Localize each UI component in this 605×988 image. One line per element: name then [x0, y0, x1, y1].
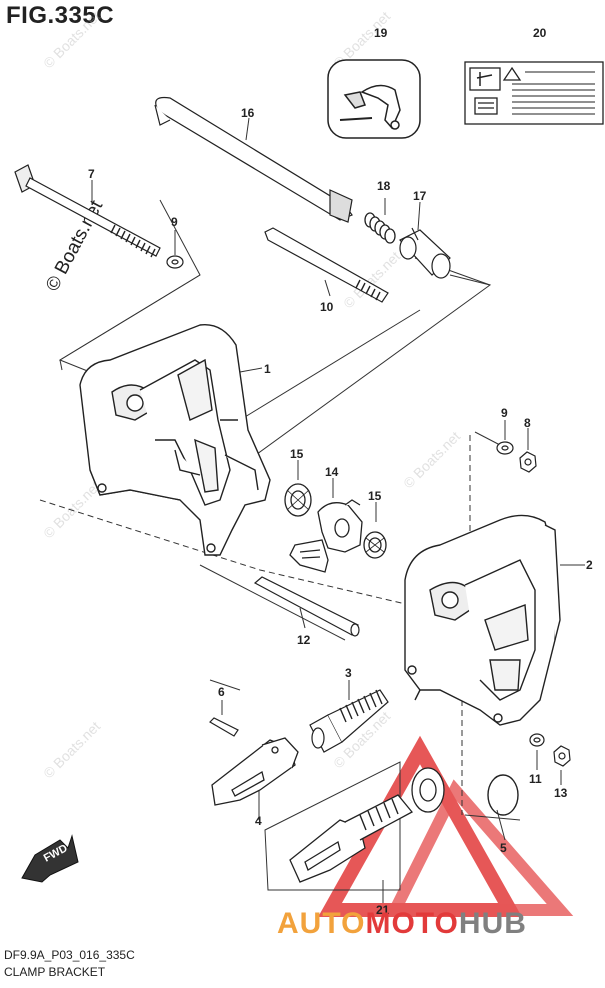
callout-7: 7: [88, 167, 95, 181]
part-20-label: [464, 61, 604, 125]
callout-9: 9: [501, 406, 508, 420]
callout-6: 6: [218, 685, 225, 699]
callout-18: 18: [377, 179, 391, 193]
part-7-bolt: [14, 164, 161, 258]
part-5-ring: [487, 774, 519, 816]
part-6-pin: [209, 717, 239, 737]
part-18-spring: [364, 212, 396, 244]
part-13-nut: [553, 745, 571, 767]
callout-13: 13: [554, 786, 568, 800]
callout-16: 16: [241, 106, 255, 120]
part-15-washer: [363, 531, 387, 559]
part-15-washer: [284, 483, 312, 517]
part-9-washer: [496, 441, 514, 455]
part-16-shaft: [154, 96, 353, 223]
figure-title: FIG.335C: [6, 2, 115, 29]
figure-name: CLAMP BRACKET: [4, 965, 106, 979]
callout-9: 9: [171, 215, 178, 229]
part-17-knob: [399, 227, 451, 279]
logo-brand: AUTOMOTOHUB: [277, 907, 527, 941]
part-19-decal: [327, 59, 421, 139]
callout-15: 15: [290, 447, 304, 461]
callout-labels: 19 20 16 7 18 17 9 10 1 9 8 15 14 15 2 1…: [88, 26, 593, 917]
fwd-arrow: FWD: [21, 834, 79, 883]
part-11-washer: [529, 733, 545, 747]
part-21-assembly: [289, 767, 445, 883]
callout-3: 3: [345, 666, 352, 680]
callout-10: 10: [320, 300, 334, 314]
callout-19: 19: [374, 26, 388, 40]
part-2-clamp-bracket: [404, 514, 561, 726]
part-8-nut: [519, 451, 537, 473]
callout-1: 1: [264, 362, 271, 376]
part-3-screw: [309, 689, 389, 753]
part-4-handle: [211, 737, 299, 806]
part-12-rod: [253, 576, 360, 637]
logo-text: AUTOMOTOHUB: [277, 907, 527, 940]
callout-17: 17: [413, 189, 427, 203]
callout-5: 5: [500, 841, 507, 855]
callout-8: 8: [524, 416, 531, 430]
part-10-rod: [264, 227, 389, 303]
callout-2: 2: [586, 558, 593, 572]
callout-4: 4: [255, 814, 262, 828]
callout-20: 20: [533, 26, 547, 40]
callout-12: 12: [297, 633, 311, 647]
part-9-washer: [166, 255, 184, 269]
callout-21: 21: [376, 903, 390, 917]
part-1-clamp-bracket: [79, 323, 271, 556]
figure-code: DF9.9A_P03_016_335C: [4, 948, 135, 962]
callout-15: 15: [368, 489, 382, 503]
part-14-lever: [289, 499, 363, 573]
callout-11: 11: [529, 772, 542, 786]
callout-14: 14: [325, 465, 339, 479]
